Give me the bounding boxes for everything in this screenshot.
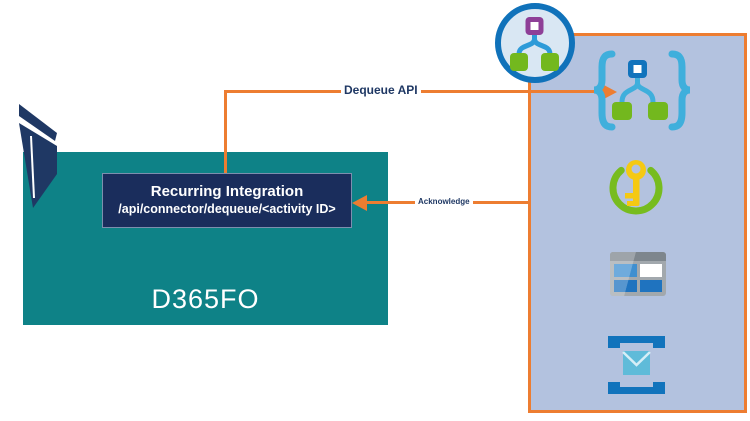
dequeue-endpoint-text: /api/connector/dequeue/<activity ID> [118,202,336,217]
custom-connector-braces-icon [593,50,691,131]
queue-message-icon [608,336,665,394]
d365fo-label: D365FO [151,284,260,314]
table-storage-cells [614,264,662,292]
recurring-integration-box: Recurring Integration /api/connector/deq… [102,173,352,228]
dequeue-connector-vertical [224,92,227,173]
recurring-integration-title: Recurring Integration [150,183,304,201]
table-cell [639,264,662,277]
key-vault-icon [609,160,663,215]
dequeue-api-label: Dequeue API [341,83,421,97]
acknowledge-arrowhead-icon [352,195,367,211]
dequeue-arrowhead-icon [602,84,617,100]
logic-app-connector-circle-icon [495,3,575,83]
connector-tree-icon [510,17,559,71]
dynamics-365-logo-icon [19,104,57,208]
table-cell [614,264,637,277]
table-storage-icon [610,252,666,296]
azure-services-panel [528,33,747,413]
table-cell [639,279,662,292]
table-storage-header-bar [610,252,666,261]
table-cell [614,279,637,292]
acknowledge-label: Acknowledge [415,197,473,206]
